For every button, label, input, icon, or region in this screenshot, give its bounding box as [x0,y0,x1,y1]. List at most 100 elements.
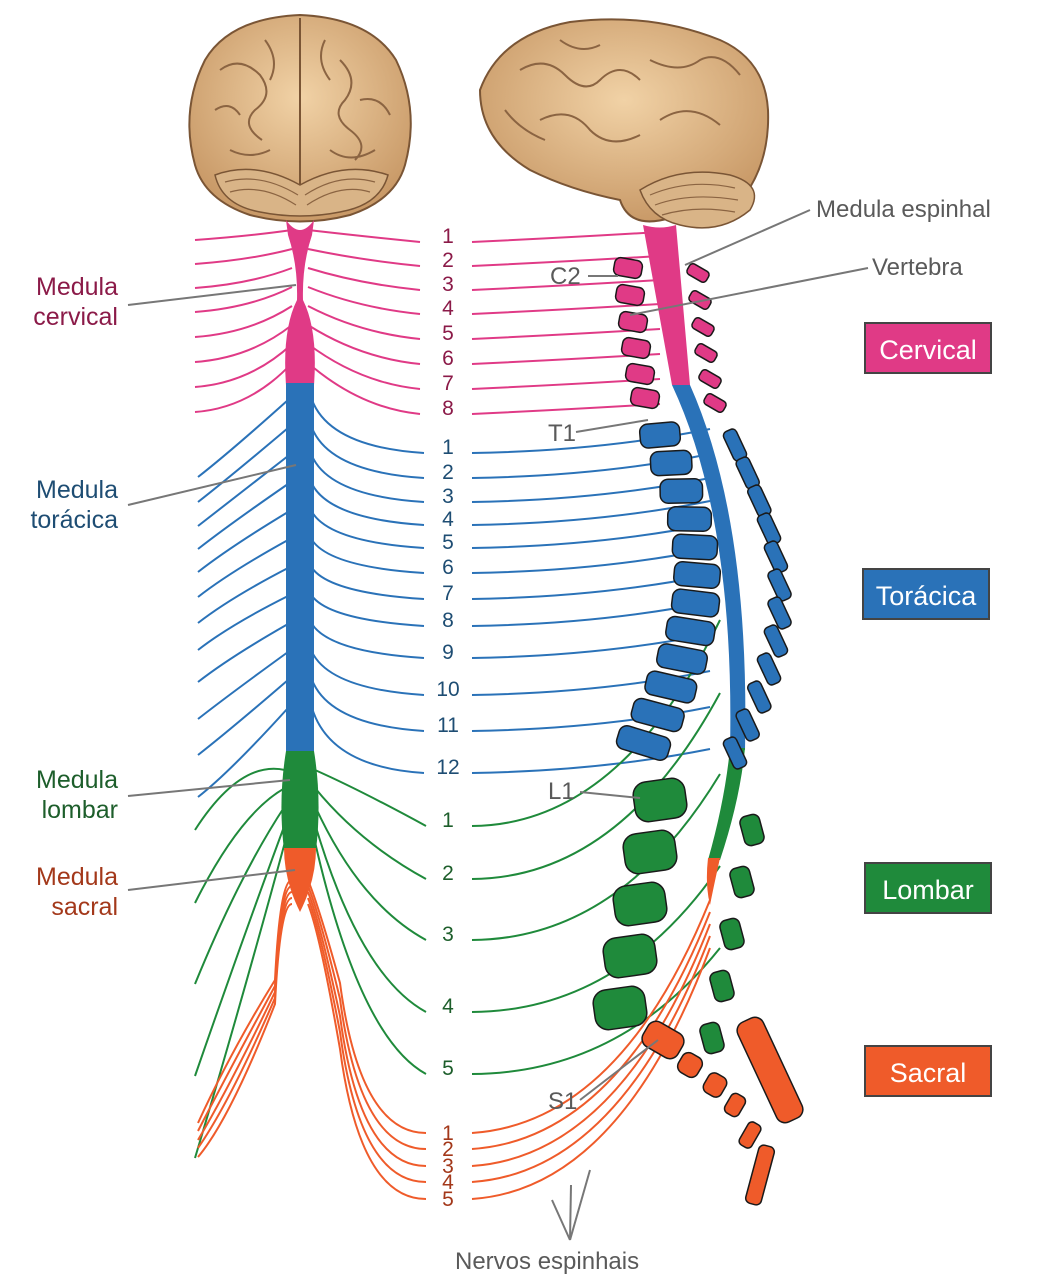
nerve-number-toracica-6: 6 [442,556,454,579]
nerve-number-cervical-7: 7 [442,372,454,395]
nerve-number-toracica-10: 10 [436,678,459,701]
vertebra-lumbar-body-3 [611,881,668,928]
nerve-mid-toracica-1 [312,400,424,453]
nerve-mid-cervical-8 [308,363,420,414]
nerve-number-toracica-7: 7 [442,582,454,605]
sacrum-posterior [734,1014,806,1126]
nerve-mid-sacral-2 [308,886,426,1149]
nerve-mid-sacral-1 [308,880,426,1133]
nerve-left-cervical-3 [195,268,292,288]
vertebra-lumbar-body-2 [621,829,678,876]
nerve-mid-toracica-3 [312,456,424,502]
vertebra-sacral-5 [737,1120,762,1150]
nerve-left-cervical-1 [195,230,292,240]
nerve-number-toracica-11: 11 [437,714,459,737]
nerve-mid-cervical-3 [308,268,420,290]
nerve-right-lombar-4 [472,866,720,1012]
nerve-mid-lombar-2 [315,788,426,879]
label-line: Medula [0,862,118,892]
nerve-left-cervical-8 [195,363,292,412]
vertebra-thoracic-body-4 [668,507,712,532]
nerve-right-cervical-1 [472,232,660,242]
region-box-sacral: Sacral [864,1045,992,1097]
nerve-mid-toracica-10 [312,652,424,695]
label-vertebra: Vertebra [872,254,963,282]
vertebra-cervical-process-1 [685,262,710,283]
vertebra-thoracic-body-3 [660,479,703,504]
label-medula-sacral: Medula sacral [0,862,118,922]
brain-front [189,15,410,222]
vertebra-thoracic-body-6 [673,561,721,589]
vertebra-thoracic-body-11 [629,697,685,734]
nerve-mid-toracica-6 [312,540,424,573]
vertebra-thoracic-body-7 [671,588,721,618]
vertebra-sacral-1 [639,1018,688,1062]
label-line: cervical [0,302,118,332]
region-box-toracica: Torácica [862,568,990,620]
nerve-number-toracica-3: 3 [442,485,454,508]
nerve-left-toracica-7 [198,568,288,623]
nerve-left-toracica-8 [198,596,288,650]
nerve-number-lombar-1: 1 [442,809,454,832]
label-s1: S1 [548,1088,577,1116]
region-box-lombar: Lombar [864,862,992,914]
nerve-number-toracica-1: 1 [442,436,454,459]
vertebra-thoracic-process-10 [746,680,772,715]
coccyx [745,1144,776,1206]
brain-side [480,19,768,227]
label-medula-lombar: Medula lombar [0,765,118,825]
nerve-mid-cervical-6 [308,325,420,364]
region-box-cervical: Cervical [864,322,992,374]
callout-lines [128,210,868,1240]
nerve-mid-cervical-2 [308,249,420,266]
vertebra-lumbar-process-4 [708,969,735,1003]
nerve-left-toracica-6 [198,540,288,597]
nerve-right-toracica-12 [472,749,710,773]
nerve-left-cervical-2 [195,249,292,264]
nerve-number-lombar-4: 4 [442,995,454,1018]
vertebra-lumbar-body-1 [631,777,688,824]
vertebra-cervical-body-2 [615,284,646,307]
nerve-number-cervical-8: 8 [442,397,454,420]
vertebra-lumbar-body-4 [601,933,658,980]
nerve-number-lombar-3: 3 [442,923,454,946]
nerve-mid-toracica-4 [312,484,424,525]
nerve-number-cervical-5: 5 [442,322,454,345]
nerve-number-cervical-4: 4 [442,297,454,320]
vertebra-thoracic-body-8 [665,615,717,646]
vertebra-thoracic-body-1 [639,421,681,448]
vertebra-thoracic-body-2 [650,450,692,476]
label-line: Medula [0,475,118,505]
label-t1: T1 [548,420,576,448]
label-line: Medula [0,765,118,795]
nerve-number-toracica-12: 12 [436,756,459,779]
spinal-cord-front [281,220,318,912]
nerve-left-toracica-10 [198,652,288,719]
vertebra-lumbar-process-1 [738,813,765,847]
nerve-left-toracica-9 [198,624,288,682]
nerve-left-toracica-11 [198,680,288,755]
vertebra-lumbar-process-2 [728,865,755,899]
nerve-number-toracica-9: 9 [442,641,454,664]
vertebra-cervical-process-4 [693,342,718,363]
nerve-number-cervical-1: 1 [442,225,454,248]
nerve-number-toracica-4: 4 [442,508,454,531]
nerve-left-lombar-1 [195,769,285,830]
label-medula-cervical: Medula cervical [0,272,118,332]
vertebra-lumbar-process-3 [718,917,745,951]
vertebra-sacral-4 [723,1091,748,1118]
vertebra-lumbar-process-5 [698,1021,725,1055]
nerve-mid-cervical-4 [308,287,420,314]
nerve-number-toracica-5: 5 [442,531,454,554]
label-c2: C2 [550,263,581,291]
nerve-mid-lombar-1 [315,770,426,826]
nerve-left-sacral-1 [198,880,292,1123]
nerve-mid-lombar-4 [315,824,426,1012]
nerve-left-toracica-5 [198,512,288,572]
nerve-number-toracica-8: 8 [442,609,454,632]
label-nervos-espinhais: Nervos espinhais [455,1248,639,1276]
vertebra-thoracic-body-9 [655,642,708,675]
nerve-number-sacral-5: 5 [442,1188,454,1211]
vertebra-lumbar-body-5 [591,985,648,1032]
